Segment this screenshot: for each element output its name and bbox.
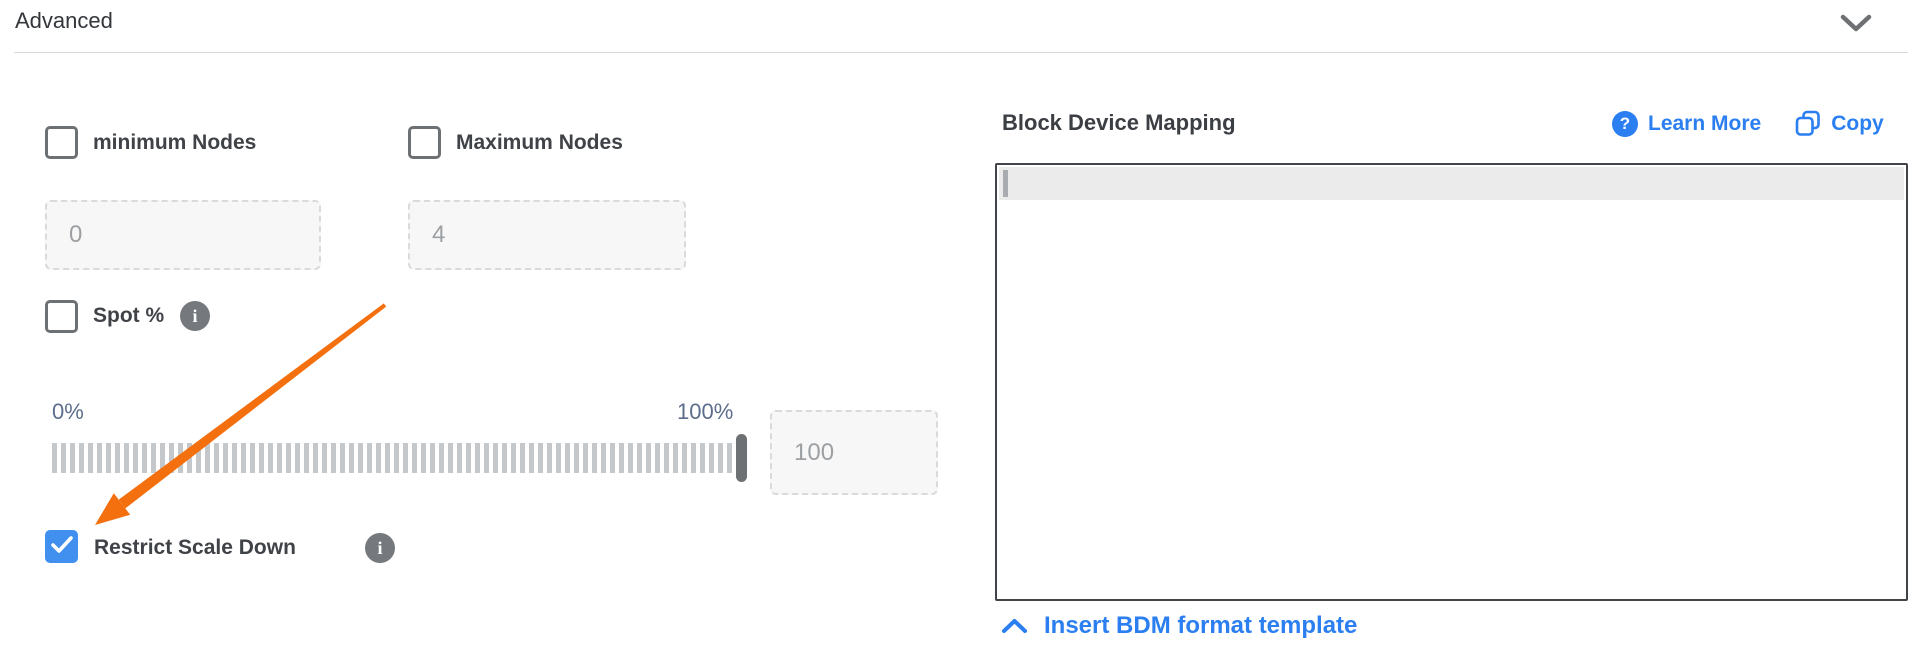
spot-info-icon[interactable]: i — [180, 301, 210, 331]
spot-percent-slider-track[interactable] — [52, 443, 742, 473]
maximum-nodes-checkbox[interactable] — [408, 126, 441, 159]
check-icon — [50, 536, 73, 553]
help-question-icon[interactable]: ? — [1612, 110, 1638, 137]
copy-icon[interactable] — [1795, 110, 1821, 137]
insert-bdm-template-link[interactable]: Insert BDM format template — [1001, 612, 1357, 640]
minimum-nodes-checkbox[interactable] — [45, 126, 78, 159]
restrict-info-icon[interactable]: i — [365, 533, 395, 563]
minimum-nodes-input[interactable] — [45, 200, 321, 270]
chevron-down-icon[interactable] — [1840, 14, 1872, 34]
learn-more-link[interactable]: Learn More — [1648, 111, 1762, 135]
maximum-nodes-input[interactable] — [408, 200, 686, 270]
copy-link[interactable]: Copy — [1831, 111, 1884, 135]
restrict-scale-down-label: Restrict Scale Down — [94, 536, 296, 559]
editor-cursor — [1003, 170, 1008, 197]
section-title-advanced: Advanced — [15, 8, 113, 33]
editor-active-line — [999, 167, 1904, 200]
spot-percent-slider-handle[interactable] — [736, 434, 747, 482]
maximum-nodes-label: Maximum Nodes — [456, 131, 623, 154]
minimum-nodes-label: minimum Nodes — [93, 131, 257, 154]
bdm-editor-textarea[interactable] — [995, 163, 1908, 601]
section-divider — [14, 52, 1908, 53]
spot-percent-checkbox[interactable] — [45, 300, 78, 333]
restrict-scale-down-checkbox[interactable] — [45, 530, 78, 563]
slider-min-label: 0% — [52, 399, 84, 424]
chevron-up-icon — [1002, 619, 1027, 633]
annotation-arrow — [95, 303, 387, 525]
insert-bdm-template-label: Insert BDM format template — [1044, 612, 1358, 639]
bdm-title: Block Device Mapping — [1002, 110, 1236, 135]
spot-percent-value-input[interactable] — [770, 410, 938, 495]
spot-percent-label: Spot % — [93, 304, 165, 327]
slider-max-label: 100% — [677, 399, 734, 424]
